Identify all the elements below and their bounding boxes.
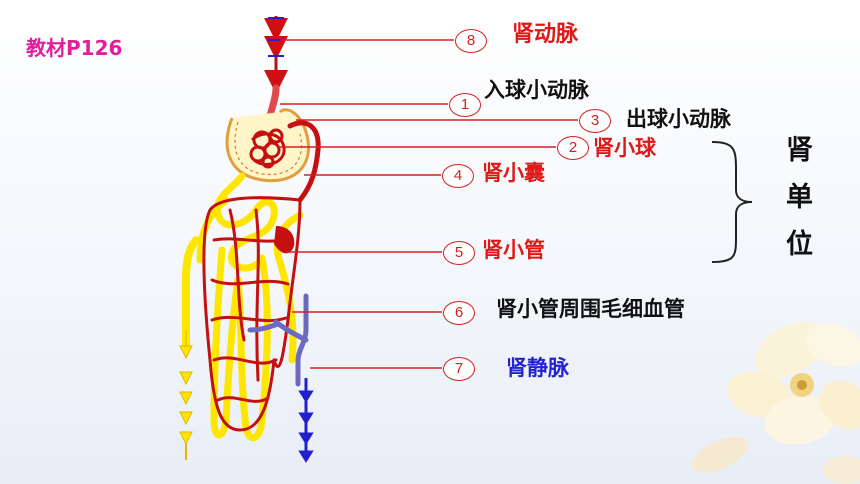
textbook-reference: 教材P126 [26,36,123,60]
label-renal-tubule: 肾小管 [482,238,545,262]
nephron-title-char-3: 位 [786,229,813,260]
label-renal-vein: 肾静脉 [506,356,569,380]
label-efferent-arteriole: 出球小动脉 [626,107,731,131]
peritubular-capillaries [202,196,302,432]
label-bowmans-capsule: 肾小囊 [482,161,545,185]
label-number-3: 3 [579,109,611,133]
glomerulus [249,128,286,169]
label-glomerulus: 肾小球 [593,136,656,160]
flower-decoration [692,321,860,484]
nephron-bracket [711,141,753,263]
collecting-duct [182,236,200,354]
nephron-title-char-2: 单 [786,182,813,213]
renal-vein-arrows [298,378,314,463]
label-number-4: 4 [442,164,474,188]
label-number-7: 7 [443,357,475,381]
renal-vein [247,293,309,387]
label-number-2: 2 [557,136,589,160]
leader-lines [278,39,578,369]
label-number-8: 8 [455,29,487,53]
label-number-1: 1 [449,93,481,117]
label-afferent-arteriole: 入球小动脉 [484,78,589,102]
label-renal-artery: 肾动脉 [512,22,579,47]
label-number-6: 6 [443,301,475,325]
label-number-5: 5 [443,241,475,265]
nephron-title-char-1: 肾 [786,135,813,166]
urine-arrows [179,330,193,460]
label-peritubular-capillaries: 肾小管周围毛细血管 [496,297,685,321]
